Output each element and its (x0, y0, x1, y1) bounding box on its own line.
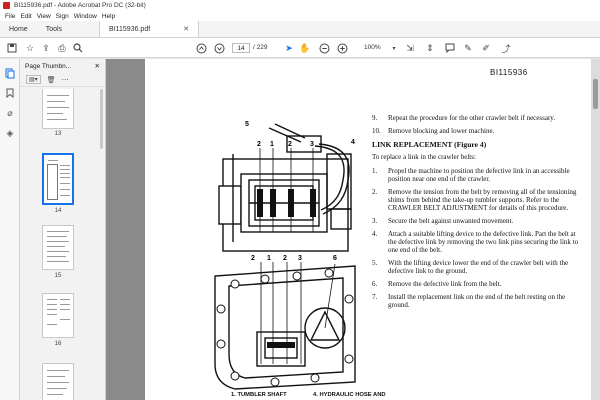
attachment-icon[interactable]: ⌀ (7, 107, 13, 118)
procedure-step: 10.Remove blocking and lower machine. (372, 127, 495, 135)
close-panel-icon[interactable]: ✕ (94, 63, 100, 70)
zoom-level-select[interactable]: 100% (364, 44, 381, 51)
thumbnail-page-17[interactable] (42, 363, 74, 400)
pdf-page: BI115936 (145, 59, 591, 400)
page-number-input[interactable]: 14 (232, 43, 250, 53)
procedure-step: 4.Attach a suitable lifting device to th… (372, 230, 579, 254)
upload-icon[interactable]: ⇪ (42, 42, 50, 53)
layers-icon[interactable]: ◈ (6, 127, 14, 138)
next-page-icon[interactable] (213, 42, 225, 54)
hand-tool-icon[interactable]: ✋ (299, 42, 311, 53)
chevron-down-icon[interactable]: ▾ (392, 45, 396, 52)
page-thumbnails-icon[interactable] (4, 67, 16, 79)
procedure-step: 1.Propel the machine to position the def… (372, 167, 570, 183)
section-intro: To replace a link in the crawler belts: (372, 153, 476, 161)
zoom-out-icon[interactable] (318, 42, 330, 54)
thumbnail-label: 16 (54, 341, 62, 347)
search-icon[interactable] (72, 42, 84, 54)
figure-4-crawler-diagram: 5 4 2 1 2 3 (214, 121, 356, 390)
save-icon[interactable] (6, 42, 18, 54)
procedure-step: 5.With the lifting device lower the end … (372, 259, 569, 275)
thumbnail-scrollbar[interactable] (100, 89, 103, 149)
more-options-icon[interactable]: ⋯ (61, 76, 69, 84)
callout-2: 2 (251, 255, 255, 262)
zoom-in-icon[interactable] (336, 42, 348, 54)
procedure-step: 3.Secure the belt against unwanted movem… (372, 217, 514, 225)
scroll-mode-icon[interactable]: ⇕ (426, 42, 434, 53)
acrobat-app-icon (3, 2, 10, 9)
document-scrollbar[interactable] (591, 59, 600, 400)
thumbnail-options-icon[interactable]: ▤▾ (26, 75, 41, 84)
procedure-step: 7.Install the replacement link on the en… (372, 293, 566, 309)
left-navigation-rail: ⌀ ◈ (0, 59, 20, 400)
bookmark-star-icon[interactable]: ☆ (25, 42, 35, 53)
menu-edit[interactable]: Edit (20, 12, 32, 20)
scrollbar-thumb[interactable] (593, 79, 598, 109)
draw-icon[interactable]: ✐ (482, 42, 490, 53)
callout-2: 2 (257, 141, 261, 148)
callout-5: 5 (245, 121, 249, 128)
thumbnail-label: 15 (54, 273, 62, 279)
procedure-step: 6.Remove the defective link from the bel… (372, 280, 502, 288)
highlight-pen-icon[interactable]: ✎ (464, 42, 472, 53)
callout-1: 1 (270, 141, 274, 148)
section-heading: LINK REPLACEMENT (Figure 4) (372, 140, 487, 149)
fit-page-icon[interactable]: ⇲ (406, 42, 414, 53)
tab-document-label: BI115936.pdf (109, 25, 151, 33)
comment-icon[interactable] (444, 42, 456, 54)
thumbnail-panel-title: Page Thumbn... (25, 62, 72, 70)
title-bar: BI115936.pdf - Adobe Acrobat Pro DC (32-… (0, 0, 600, 11)
menu-sign[interactable]: Sign (55, 12, 69, 20)
menu-file[interactable]: File (5, 12, 16, 20)
text-column: 9.Repeat the procedure for the other cra… (372, 114, 584, 314)
select-cursor-icon[interactable]: ➤ (285, 42, 293, 53)
menu-window[interactable]: Window (73, 12, 97, 20)
bookmark-icon[interactable] (4, 87, 16, 99)
menu-bar: File Edit View Sign Window Help (0, 11, 600, 21)
tab-home[interactable]: Home (9, 25, 28, 33)
figure-caption-left: 1. TUMBLER SHAFT (231, 392, 287, 398)
print-icon[interactable]: ⎙ (58, 42, 66, 53)
close-tab-icon[interactable]: ✕ (183, 26, 190, 33)
thumbnail-page-13[interactable] (42, 89, 74, 129)
document-viewer[interactable]: BI115936 (106, 59, 600, 400)
share-icon[interactable]: ⤴ (501, 43, 511, 54)
callout-2: 2 (288, 141, 292, 148)
thumbnail-toolbar: ▤▾ 🗑 ⋯ (20, 73, 105, 87)
page-thumbnails-panel: Page Thumbn... ✕ ▤▾ 🗑 ⋯ 13 14 15 (20, 59, 106, 400)
document-code: BI115936 (490, 68, 528, 77)
thumbnail-panel-header: Page Thumbn... ✕ (20, 59, 105, 73)
thumbnail-page-16[interactable] (42, 293, 74, 338)
procedure-step: 9.Repeat the procedure for the other cra… (372, 114, 556, 122)
callout-3: 3 (310, 141, 314, 148)
thumbnail-label: 13 (54, 131, 62, 137)
previous-page-icon[interactable] (195, 42, 207, 54)
tab-bar: Home Tools BI115936.pdf ✕ (0, 21, 600, 38)
procedure-step: 2.Remove the tension from the belt by re… (372, 188, 577, 212)
tab-tools[interactable]: Tools (45, 25, 63, 33)
delete-page-icon[interactable]: 🗑 (46, 76, 56, 84)
menu-help[interactable]: Help (101, 12, 116, 20)
thumbnail-page-15[interactable] (42, 225, 74, 270)
tab-document[interactable]: BI115936.pdf ✕ (99, 21, 200, 37)
callout-1: 1 (267, 255, 271, 262)
callout-4: 4 (351, 139, 355, 146)
figure-caption-right: 4. HYDRAULIC HOSE AND (313, 392, 386, 398)
window-title: BI115936.pdf - Adobe Acrobat Pro DC (32-… (14, 2, 146, 9)
callout-6: 6 (333, 255, 337, 262)
toolbar: ☆ ⇪ ⎙ 14 / 229 ➤ ✋ 100% ▾ ⇲ ⇕ ✎ ✐ ⤴ (0, 38, 600, 58)
page-total: / 229 (253, 44, 268, 51)
menu-view[interactable]: View (36, 12, 51, 20)
thumbnail-label: 14 (54, 208, 62, 214)
thumbnail-page-14[interactable] (42, 153, 74, 205)
callout-2: 2 (283, 255, 287, 262)
callout-3: 3 (298, 255, 302, 262)
